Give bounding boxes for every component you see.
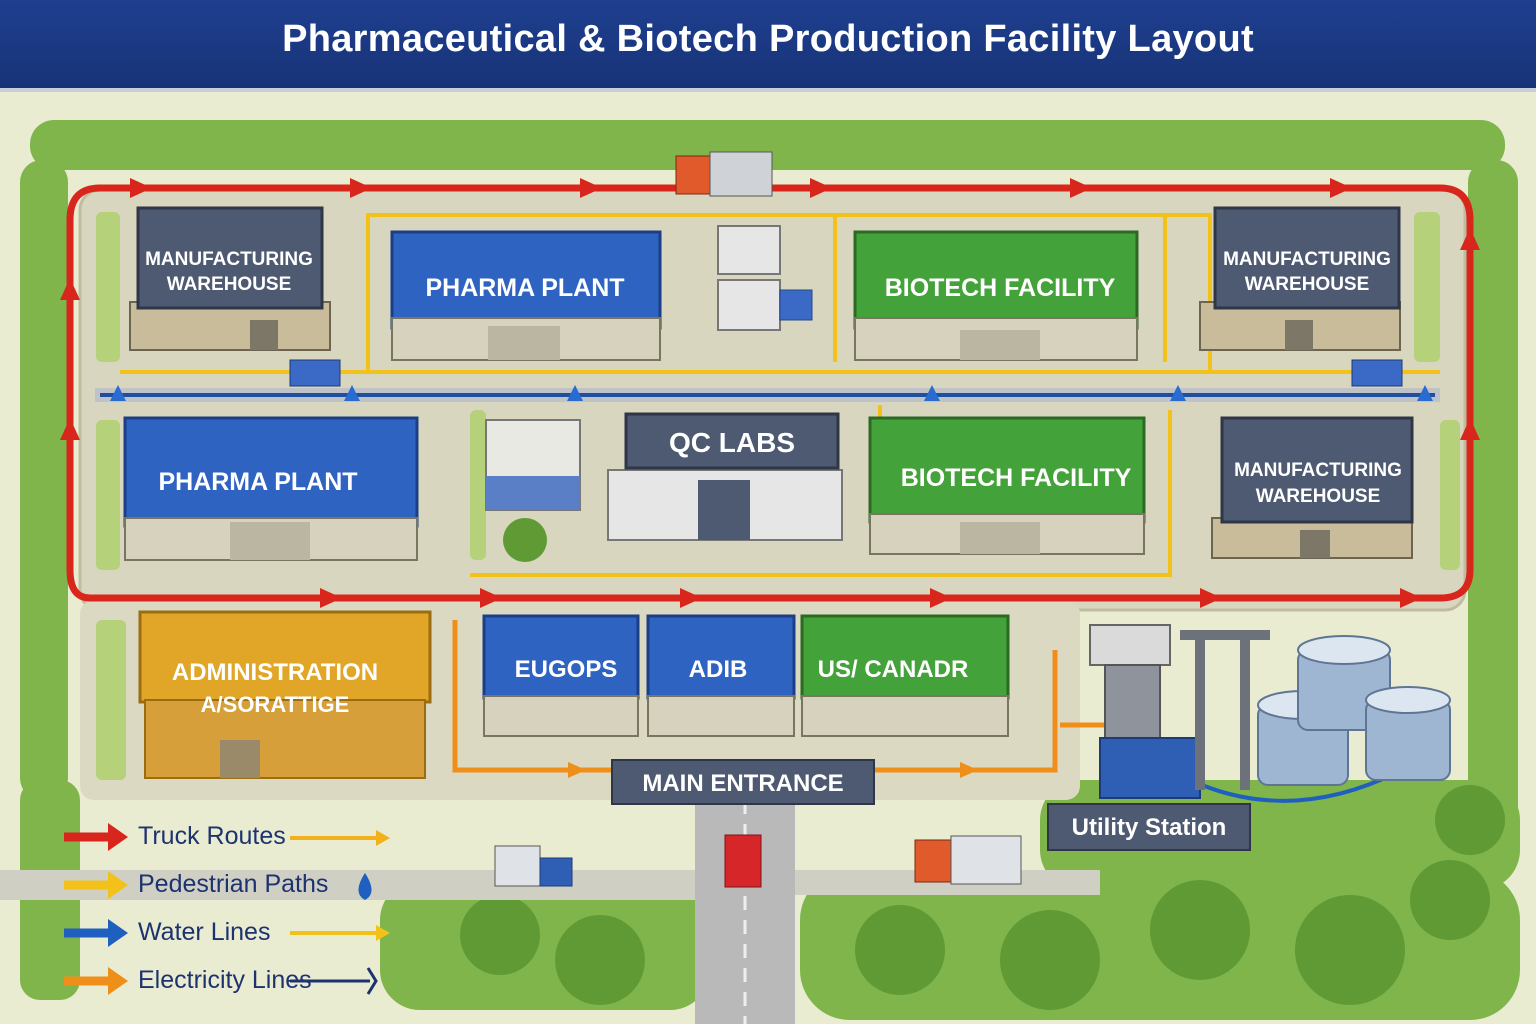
utility-station-plant <box>1089 624 1451 799</box>
legend-label-truck-routes: Truck Routes <box>138 822 286 850</box>
navy-line-glyph <box>290 967 378 995</box>
mfg-warehouse-east-label-2: WAREHOUSE <box>1256 486 1381 507</box>
utility-station-sign: Utility Station <box>1047 803 1251 851</box>
grass-inlays <box>96 212 1460 780</box>
pharma-plant-west-label: PHARMA PLANT <box>158 468 357 496</box>
building-biotech-facility-center: BIOTECH FACILITY <box>868 416 1146 555</box>
building-qc-labs: QC LABS <box>607 412 843 541</box>
electricity-arrows <box>568 762 978 778</box>
truck-west-avenue <box>289 359 341 387</box>
legend-item-truck-routes: Truck Routes <box>60 818 400 858</box>
blue-arrow-icon <box>64 919 128 947</box>
site-plan: MANUFACTURING WAREHOUSE PHARMA PLANT BIO… <box>0 92 1536 1024</box>
tree-clusters <box>460 785 1505 1010</box>
main-entrance-sign: MAIN ENTRANCE <box>611 759 875 805</box>
utility-station-label: Utility Station <box>1072 814 1227 841</box>
truck-east-avenue <box>1351 359 1403 387</box>
yellow-line-glyph <box>290 925 390 941</box>
building-us-canada: US/ CANADR <box>800 614 1010 737</box>
building-pharma-plant-north: PHARMA PLANT <box>390 230 662 361</box>
legend-item-electricity-lines: Electricity Lines <box>60 962 400 1002</box>
biotech-facility-north-label: BIOTECH FACILITY <box>885 274 1116 302</box>
legend-label-electricity-lines: Electricity Lines <box>138 966 312 994</box>
administration-label-2: A/SORATTIGE <box>201 692 350 717</box>
mfg-warehouse-east-label-1: MANUFACTURING <box>1234 460 1402 481</box>
eugops-label: EUGOPS <box>515 656 618 683</box>
qc-labs-label: QC LABS <box>669 427 795 458</box>
water-markers <box>110 385 1433 401</box>
truck-north <box>675 151 773 197</box>
building-eugops: EUGOPS <box>482 614 640 737</box>
legend-label-water-lines: Water Lines <box>138 918 271 946</box>
orange-line-glyph <box>290 830 390 846</box>
truck-route-arrows <box>60 178 1480 608</box>
mfg-warehouse-ne-label-1: MANUFACTURING <box>1223 249 1391 270</box>
legend-item-pedestrian-paths: Pedestrian Paths <box>60 866 400 906</box>
mfg-warehouse-nw-label-2: WAREHOUSE <box>167 274 292 295</box>
biotech-facility-center-label: BIOTECH FACILITY <box>901 464 1132 492</box>
title-bar: Pharmaceutical & Biotech Production Faci… <box>0 0 1536 92</box>
truck-route-loop <box>66 184 1474 602</box>
orange-arrow-icon <box>64 967 128 995</box>
building-administration: ADMINISTRATION A/SORATTIGE <box>138 610 432 779</box>
building-small-center <box>485 419 581 562</box>
water-drop-icon <box>358 873 372 900</box>
adib-label: ADIB <box>689 656 748 683</box>
building-mfg-warehouse-east: MANUFACTURING WAREHOUSE <box>1211 416 1414 559</box>
truck-southwest <box>494 845 573 887</box>
yellow-arrow-icon <box>64 871 128 899</box>
building-adib: ADIB <box>646 614 796 737</box>
legend-item-water-lines: Water Lines <box>60 914 400 954</box>
building-mfg-warehouse-nw: MANUFACTURING WAREHOUSE <box>129 206 331 351</box>
pharma-plant-north-label: PHARMA PLANT <box>425 274 624 302</box>
page-title: Pharmaceutical & Biotech Production Faci… <box>282 18 1254 60</box>
building-small-north <box>717 225 813 331</box>
truck-southeast <box>914 835 1022 885</box>
legend-label-pedestrian-paths: Pedestrian Paths <box>138 870 329 898</box>
mfg-warehouse-ne-label-2: WAREHOUSE <box>1245 274 1370 295</box>
mfg-warehouse-nw-label-1: MANUFACTURING <box>145 249 313 270</box>
truck-entrance <box>724 834 762 888</box>
administration-label-1: ADMINISTRATION <box>172 659 378 686</box>
red-arrow-icon <box>64 823 128 851</box>
legend-secondary-glyphs <box>290 830 390 995</box>
building-pharma-plant-west: PHARMA PLANT <box>123 416 419 561</box>
main-entrance-label: MAIN ENTRANCE <box>642 770 843 797</box>
building-biotech-facility-north: BIOTECH FACILITY <box>853 230 1139 361</box>
us-canada-label: US/ CANADR <box>818 656 969 683</box>
building-mfg-warehouse-ne: MANUFACTURING WAREHOUSE <box>1199 206 1401 351</box>
